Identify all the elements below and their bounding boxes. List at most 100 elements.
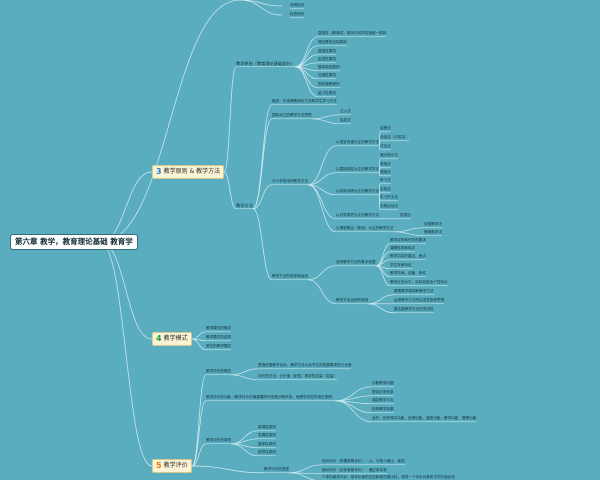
- node-xy1e[interactable]: 教学时间、设备、条件: [390, 271, 426, 275]
- topic-label: 教学原则 & 教学方法: [163, 168, 221, 175]
- node-pj2e[interactable]: 此外，还有导向功能，区辨功能，激励功能，教学功能，管理功能: [372, 416, 477, 420]
- link-ff1: [252, 104, 273, 210]
- link-pj2e: [334, 400, 373, 423]
- node-zx4[interactable]: 以引导探究为主的教学方法: [336, 213, 380, 217]
- link-zx1: [307, 145, 337, 186]
- node-zx3[interactable]: 以实际训练为主的教学方法: [336, 189, 380, 193]
- node-xy2[interactable]: 教学方法运用的原则: [336, 298, 369, 302]
- link-pj2a: [334, 386, 373, 402]
- node-xy1[interactable]: 选择教学方法的基本依据: [336, 260, 376, 264]
- node-yz[interactable]: 教学原则（教育理论基础部分）: [236, 61, 295, 66]
- node-xy2a[interactable]: 要素教学原则和教学方法: [394, 289, 434, 293]
- link-yz8: [294, 66, 319, 98]
- trunk-t4: [99, 241, 153, 340]
- node-zx[interactable]: 中小学常用的教学方法: [272, 179, 308, 183]
- node-zx2c[interactable]: 想观法: [380, 170, 391, 174]
- node-yz5[interactable]: 循序渐进原则: [318, 65, 340, 69]
- node-u1[interactable]: 说明知识: [290, 3, 305, 7]
- node-xy1a[interactable]: 教学目的和任务的要求: [390, 238, 426, 242]
- node-xy[interactable]: 教学方法的选择和运用: [272, 274, 308, 278]
- node-yz8[interactable]: 量力性原则: [318, 91, 336, 95]
- node-ms1[interactable]: 教学模式的概念: [206, 326, 232, 330]
- node-pj3a[interactable]: 客观性原则: [258, 425, 276, 429]
- link-yz2: [294, 45, 319, 68]
- node-ff2[interactable]: 国际对立的教学方法思想: [272, 113, 312, 117]
- node-xy2b[interactable]: 运用教学方法的启发性指导思想: [394, 298, 445, 302]
- node-zx2[interactable]: 以直接感知为主的教学方法: [336, 167, 380, 171]
- trunk-t3: [99, 171, 153, 243]
- node-pj3d[interactable]: 指导性原则: [258, 450, 276, 454]
- node-zx5b[interactable]: 情境教学法: [424, 230, 442, 234]
- branch-top-1: [239, 0, 283, 7]
- node-ff1[interactable]: 概念：在话教教师在方法和学生学习方法: [272, 99, 337, 103]
- node-zx2a[interactable]: 演示指示法: [380, 153, 398, 157]
- root-topic[interactable]: 第六章 教学，教育理论基础 教育学: [10, 234, 138, 250]
- node-pj2b[interactable]: 提供反馈信息: [372, 390, 394, 394]
- link-xy: [252, 208, 273, 281]
- topic-label: 教学模式: [163, 335, 188, 342]
- node-zx3a[interactable]: 练习法: [380, 178, 391, 182]
- node-zx1[interactable]: 以语言传递为主的教学方法: [336, 140, 380, 144]
- node-pj3b[interactable]: 发展性原则: [258, 433, 276, 437]
- node-pj2d[interactable]: 检验教学效果: [372, 407, 394, 411]
- branch-top-2: [239, 0, 283, 16]
- node-pj4[interactable]: 教学评价的类型: [264, 467, 290, 471]
- node-zx4a[interactable]: 发现法: [400, 213, 411, 217]
- node-ff2b[interactable]: 启发式: [340, 118, 351, 122]
- node-xy1c[interactable]: 教学内容的重点、难点: [390, 254, 426, 258]
- node-zx1b[interactable]: 谈话法（问答法）: [380, 135, 409, 139]
- link-pj4a: [288, 464, 323, 474]
- node-zx3c[interactable]: 实习作业法: [380, 195, 398, 199]
- node-zx3b[interactable]: 实验法: [380, 187, 391, 191]
- topic-number: 4: [156, 334, 162, 343]
- node-yz7[interactable]: 因材施教原则: [318, 82, 340, 86]
- node-yz6[interactable]: 巩固性原则: [318, 73, 336, 77]
- node-xy1b[interactable]: 课程性质和特点: [390, 246, 416, 250]
- node-zx3d[interactable]: 实践活动法: [380, 204, 398, 208]
- node-ms3[interactable]: 常见的教学模式: [206, 344, 232, 348]
- node-pj4b[interactable]: 绝对评价（目标参照评价）：通过某标准: [322, 468, 387, 472]
- node-ff[interactable]: 教学方法: [236, 203, 253, 208]
- node-zx1a[interactable]: 讲授法: [380, 126, 391, 130]
- topic-number: 5: [156, 461, 162, 470]
- node-pj4c[interactable]: 个体内差异评价：被评价者的过去和现在相比较，或同一个评价对象的不同方面比较: [322, 475, 455, 479]
- topic-label: 教学评价: [163, 462, 188, 469]
- node-ms2[interactable]: 教学模式的结构: [206, 335, 232, 339]
- link-zx5b: [393, 231, 425, 237]
- link-yz: [223, 66, 237, 173]
- node-xy1d[interactable]: 学生年龄特征: [390, 263, 412, 267]
- node-yz1[interactable]: 直观性（教育性）原则与科学性相统一原则: [318, 31, 387, 35]
- link-pj4: [191, 465, 265, 474]
- node-yz3[interactable]: 直观性原则: [318, 49, 336, 53]
- node-zx5[interactable]: 以情感陶冶（体验）为主的教学方法: [336, 226, 394, 230]
- node-zx5a[interactable]: 欣赏教学法: [424, 222, 442, 226]
- node-xy2c[interactable]: 要注重教学方法的灵活性: [394, 307, 434, 311]
- node-pj1a[interactable]: 是指依据教学目标，教学方法以及学生的发展需求进行全面: [258, 363, 352, 367]
- node-pj1[interactable]: 教学评价的概念: [206, 369, 232, 373]
- node-pj1b[interactable]: 评价的方法：计价值（定性）和定性定量（定量）: [258, 374, 338, 378]
- node-zx1c[interactable]: 讨论法: [380, 144, 391, 148]
- link-pj4c: [288, 472, 317, 480]
- node-pj2a[interactable]: 诊断教学问题: [372, 381, 394, 385]
- node-pj3c[interactable]: 整体性原则: [258, 442, 276, 446]
- link-pj1a: [230, 368, 259, 376]
- node-xy1f[interactable]: 教师业务水平、实际经验及个性特点: [390, 280, 448, 284]
- link-ff: [223, 171, 237, 210]
- node-yz4[interactable]: 启发性原则: [318, 57, 336, 61]
- link-ms3: [191, 338, 207, 351]
- node-pj2[interactable]: 教学评价的功能（教学评价在最重要的作用是诊断作用，而是导向性作用在更是）: [206, 395, 336, 399]
- node-yz2[interactable]: 理论联系实际原则: [318, 40, 347, 44]
- trunk-top-topic: [99, 0, 241, 243]
- node-ff2a[interactable]: 注入式: [340, 109, 351, 113]
- node-pj4a[interactable]: 相对评价（常模参照评价）：以，与他人相比，客观: [322, 459, 405, 463]
- node-zx2b[interactable]: 参观法: [380, 162, 391, 166]
- link-pj3d: [230, 443, 259, 457]
- link-zx2: [307, 172, 337, 186]
- node-u2[interactable]: 检查知识: [290, 12, 305, 16]
- node-pj3[interactable]: 教学评价的原则: [206, 438, 232, 442]
- node-pj2c[interactable]: 调控教学方向: [372, 398, 394, 402]
- link-xy2a: [367, 294, 395, 305]
